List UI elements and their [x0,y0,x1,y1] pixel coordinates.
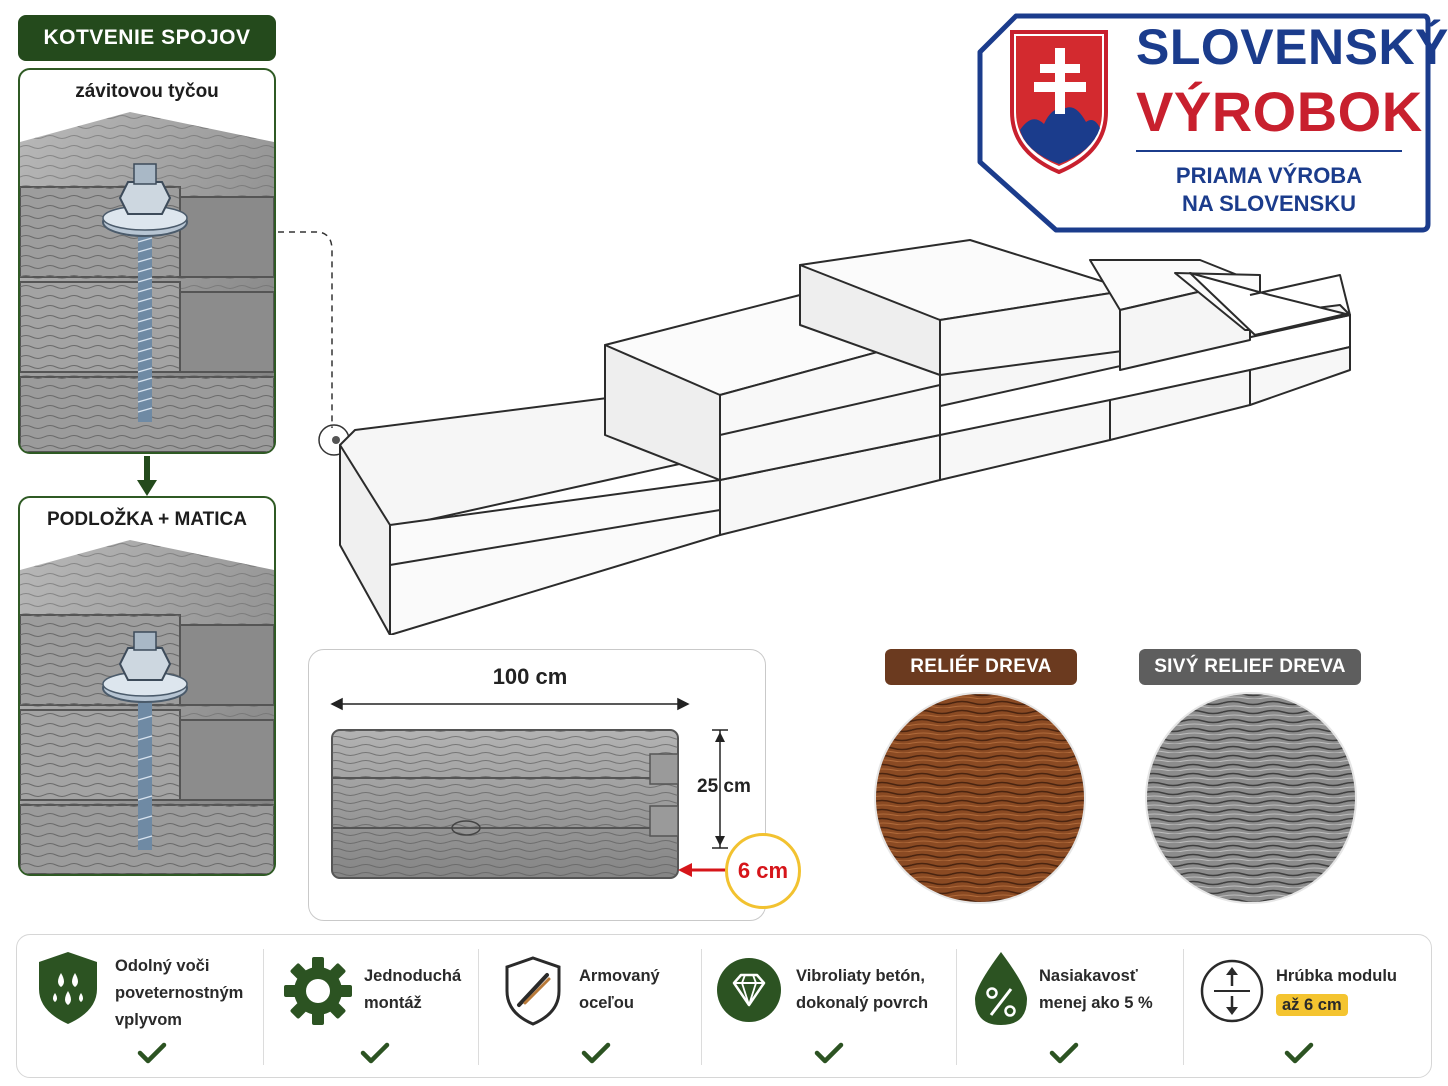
badge-title-vyrobok: VÝROBOK [1136,80,1423,143]
features-bar: Odolný voči poveternostným vplyvom [16,934,1432,1078]
badge-subtitle-line2: NA SLOVENSKU [1182,191,1356,216]
check-icon [137,1042,167,1064]
feature-text: Nasiakavosť menej ako 5 % [1039,967,1153,1012]
feature-text: Armovaný oceľou [579,967,660,1012]
gray-texture-label: SIVÝ RELIEF DREVA [1139,649,1361,685]
feature-separator [701,949,702,1065]
feature-weather-resistant: Odolný voči poveternostným vplyvom [17,935,263,1079]
gear-icon [284,957,352,1025]
feature-text: Hrúbka modulu až 6 cm [1276,967,1398,1016]
check-icon [814,1042,844,1064]
brown-texture-label: RELIÉF DREVA [885,649,1077,685]
raised-bed-drawing [339,239,1351,635]
feature-easy-assembly: Jednoduchá montáž [264,935,478,1079]
thickness-highlight: až 6 cm [1276,994,1348,1016]
brown-wood-swatch [874,692,1086,904]
dimension-thickness: 6 cm [725,833,801,909]
feature-separator [263,949,264,1065]
arrow-down-icon [137,456,157,496]
feature-module-thickness: Hrúbka modulu až 6 cm [1184,935,1431,1079]
threaded-rod-photo [20,112,274,452]
check-icon [1284,1042,1314,1064]
diamond-icon [717,958,781,1022]
badge-divider [1136,150,1402,152]
shield-drops-icon [39,952,97,1024]
badge-title-slovensky: SLOVENSKÝ [1136,19,1448,75]
threaded-rod-panel: závitovou tyčou [18,68,276,454]
badge-subtitle: PRIAMA VÝROBA NA SLOVENSKU [1136,162,1402,218]
check-icon [581,1042,611,1064]
module-block-drawing [330,697,690,879]
thickness-arrow-icon [678,863,728,877]
feature-vibrocast-concrete: Vibroliaty betón, dokonalý povrch [702,935,956,1079]
feature-absorption: Nasiakavosť menej ako 5 % [957,935,1183,1079]
badge-subtitle-line1: PRIAMA VÝROBA [1175,163,1363,188]
panel-title-washer-nut: PODLOŽKA + MATICA [46,509,248,530]
feature-text: Jednoduchá montáž [364,967,462,1012]
washer-nut-panel: PODLOŽKA + MATICA [18,496,276,876]
feature-text: Odolný voči poveternostným vplyvom [115,957,244,1029]
shield-rebar-icon [505,956,561,1026]
feature-separator [1183,949,1184,1065]
washer-nut-photo [20,540,274,874]
drop-percent-icon [975,952,1027,1025]
panel-title-threaded-rod: závitovou tyčou [75,81,219,102]
dimension-length: 100 cm [492,664,568,689]
slovak-shield-icon [1010,30,1108,175]
anchoring-tag: KOTVENIE SPOJOV [18,15,276,61]
feature-separator [478,949,479,1065]
feature-steel-reinforced: Armovaný oceľou [479,935,701,1079]
slovak-product-badge [977,13,1431,233]
height-dimension-arrow [712,729,728,849]
dimension-height: 25 cm [697,776,751,797]
check-icon [1049,1042,1079,1064]
thickness-arrows-icon [1200,959,1264,1023]
feature-text: Vibroliaty betón, dokonalý povrch [796,967,929,1012]
gray-wood-swatch [1145,692,1357,904]
check-icon [360,1042,390,1064]
feature-separator [956,949,957,1065]
